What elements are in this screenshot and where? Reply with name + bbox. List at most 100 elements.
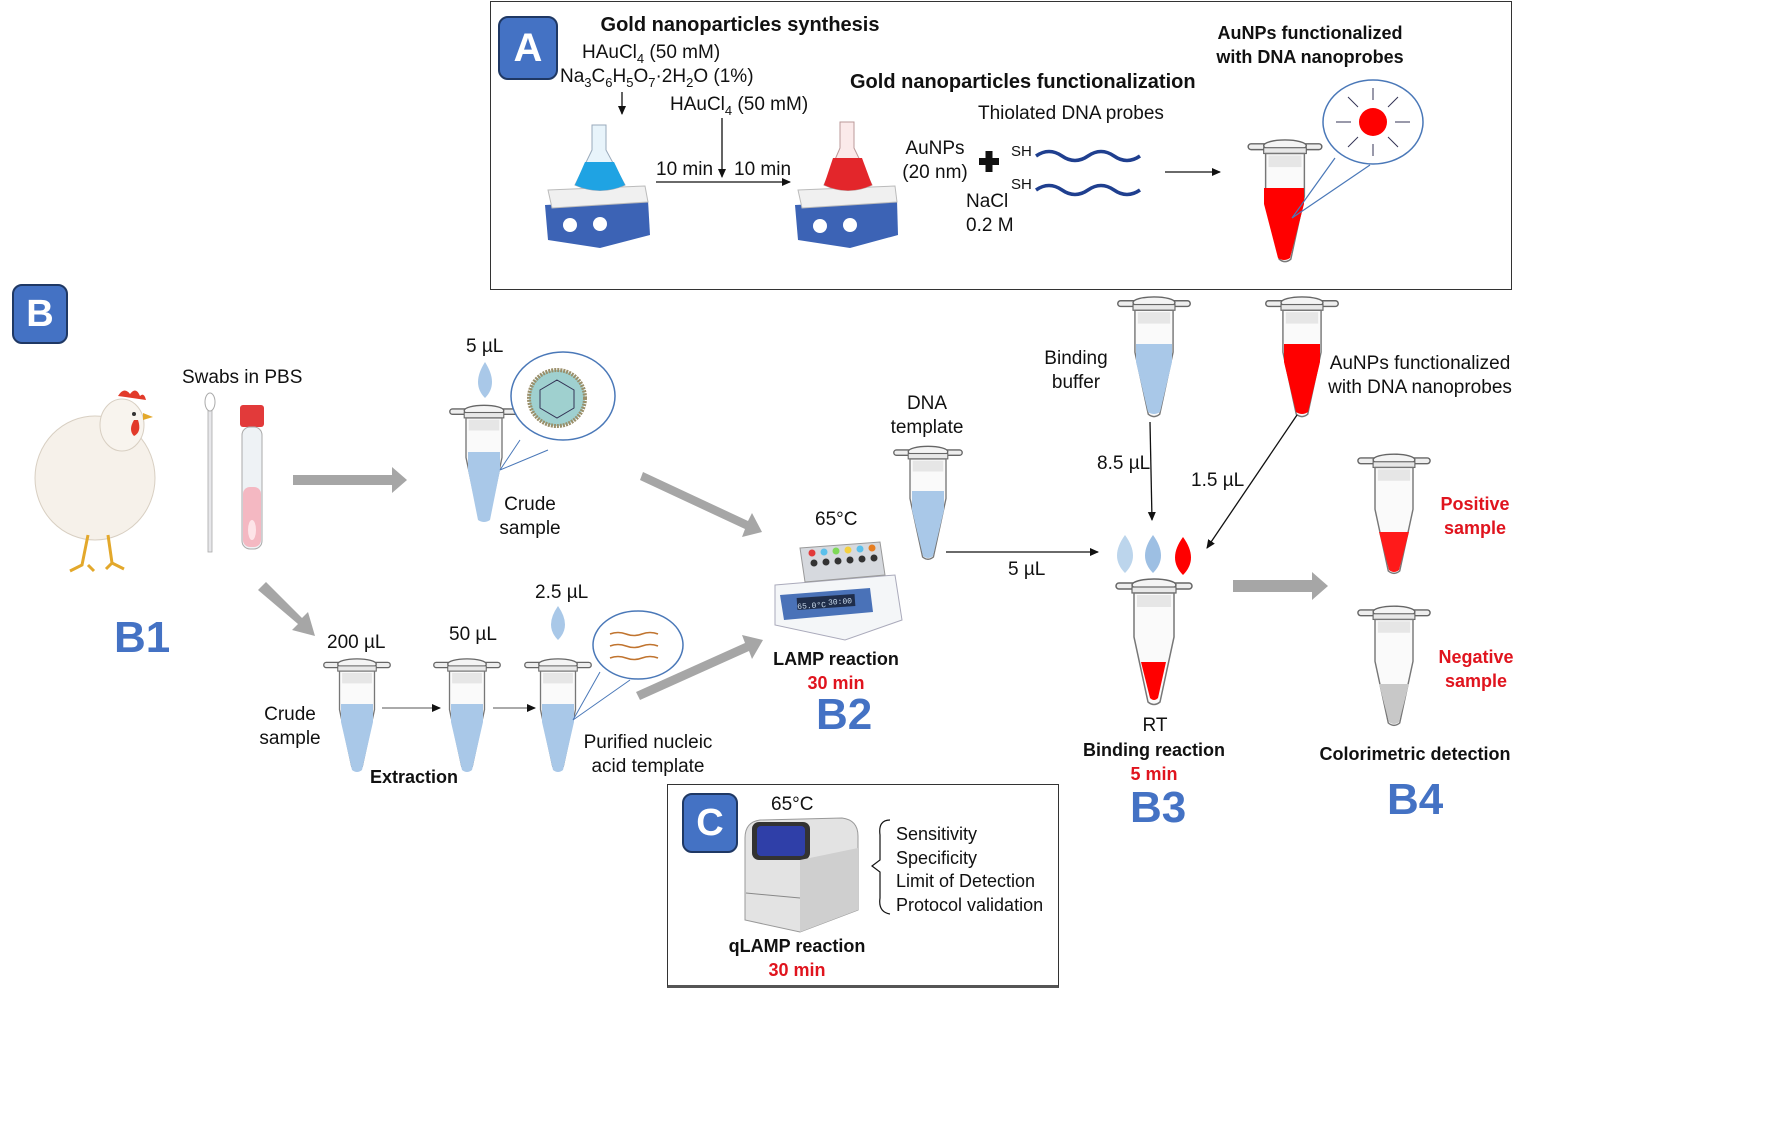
swabs-label: Swabs in PBS: [182, 367, 303, 388]
droplet-dna-icon: [1117, 535, 1133, 573]
time-label-2: 10 min: [734, 159, 792, 180]
step-b4-label: B4: [1387, 775, 1444, 824]
criteria-brace: [871, 819, 891, 915]
reagent-citrate: Na3C6H5O7·2H2O (1%): [560, 65, 754, 89]
nucleic-acid-callout: [572, 610, 684, 721]
instrument-screen: [757, 826, 805, 856]
reagent-subscript: 4: [636, 50, 645, 66]
virus-icon: [527, 368, 587, 428]
extraction-volume-200: 200 µL: [327, 632, 386, 653]
reagent-concentration: (50 mM): [732, 94, 809, 115]
tube-positive-sample: [1357, 453, 1431, 575]
process-arrows: [258, 467, 1328, 700]
display-time: 30:00: [828, 597, 853, 608]
negative-sample-label: Negative sample: [1428, 645, 1524, 693]
purified-label-line1: Purified nucleic: [583, 732, 713, 753]
formula-sub: 7: [648, 74, 656, 90]
thiolated-dna-probe-1: [1035, 149, 1141, 163]
negative-line1: Negative: [1438, 647, 1514, 667]
lamp-time-label: 30 min: [807, 673, 865, 693]
formula-sub: 3: [584, 74, 592, 90]
crude-volume-label: 5 µL: [466, 336, 504, 357]
arrow-aunp-transfer: [1206, 414, 1298, 549]
sh-label-2: SH: [1011, 176, 1032, 193]
aunps-functionalized-label: AuNPs functionalized with DNA nanoprobes: [1200, 21, 1420, 69]
crude-label-line2: sample: [499, 518, 561, 539]
positive-line1: Positive: [1440, 494, 1510, 514]
arrow-to-detection: [1233, 572, 1328, 600]
extraction-volume-50: 50 µL: [449, 624, 497, 645]
qlamp-reaction-label: qLAMP reaction: [728, 936, 866, 956]
tube-extraction-50ul: [433, 658, 501, 772]
formula-part: Na: [560, 66, 585, 87]
nacl-label-line2: 0.2 M: [966, 215, 1014, 236]
reagent-formula: HAuCl: [582, 42, 637, 63]
thiolated-dna-probe-2: [1035, 183, 1141, 197]
aunp-probes-label-b3: AuNPs functionalized with DNA nanoprobes: [1320, 352, 1520, 400]
panel-b-badge: B: [12, 284, 68, 344]
aunp-label-line1: AuNPs functionalized: [1329, 353, 1511, 374]
step-b2-label: B2: [816, 690, 873, 739]
rt-label: RT: [1142, 715, 1168, 736]
binding-buffer-label: Binding buffer: [1036, 347, 1116, 395]
lamp-temperature-label: 65°C: [815, 509, 858, 530]
synthesis-title: Gold nanoparticles synthesis: [600, 14, 880, 36]
formula-part: O (1%): [693, 66, 754, 87]
extraction-volume-2-5: 2.5 µL: [535, 582, 589, 603]
panel-c-badge: C: [682, 793, 738, 853]
buffer-volume-label: 8.5 µL: [1097, 453, 1151, 474]
functionalization-title: Gold nanoparticles functionalization: [850, 71, 1196, 93]
crude-sample-label-bottom: Crude sample: [254, 703, 326, 751]
purified-template-label: Purified nucleic acid template: [578, 731, 718, 779]
binding-buffer-line1: Binding: [1044, 348, 1108, 369]
extraction-label: Extraction: [370, 767, 459, 787]
nacl-label-line1: NaCl: [966, 191, 1009, 212]
droplet-icon: [478, 362, 492, 398]
positive-sample-label: Positive sample: [1430, 492, 1520, 540]
reagent-hauc14-1: HAuCl4 (50 mM): [582, 41, 720, 65]
criterion-protocol-validation: Protocol validation: [896, 894, 1044, 915]
dna-label-line2: template: [890, 417, 964, 438]
lamp-heat-block-device: [774, 541, 903, 641]
aunps-label: AuNPs (20 nm): [900, 137, 970, 185]
tube-dna-template: [893, 445, 963, 560]
aunps-label-line2: (20 nm): [902, 162, 968, 183]
reagent-subscript: 4: [724, 102, 733, 118]
reagent-concentration: (50 mM): [644, 42, 721, 63]
tube-purified-template: [524, 658, 592, 772]
tube-crude-sample: [449, 404, 519, 522]
tube-binding-reaction: [1115, 578, 1193, 706]
formula-sub: 2: [686, 74, 694, 90]
sh-label-1: SH: [1011, 143, 1032, 160]
arrow-buffer-transfer: [1147, 421, 1156, 521]
result-label-line2: with DNA nanoprobes: [1216, 47, 1404, 67]
aunps-label-line1: AuNPs: [905, 138, 965, 159]
dna-label-line1: DNA: [906, 393, 948, 414]
display-temperature: 65.0°C: [797, 601, 827, 612]
criterion-specificity: Specificity: [896, 847, 978, 868]
formula-part: H: [612, 66, 627, 87]
arrow-to-extraction: [258, 582, 315, 636]
purified-label-line2: acid template: [591, 756, 705, 777]
crude-label-line2: sample: [259, 728, 321, 749]
lamp-reaction-label: LAMP reaction: [773, 649, 899, 669]
crude-label-line1: Crude: [504, 494, 556, 515]
binding-time-label: 5 min: [1130, 764, 1178, 784]
nacl-label: NaCl 0.2 M: [966, 190, 1014, 238]
time-label-1: 10 min: [656, 159, 714, 180]
binding-reaction-label: Binding reaction: [1082, 740, 1225, 760]
magnified-aunp-callout: [1291, 79, 1424, 219]
formula-part: O: [633, 66, 649, 87]
formula-sub: 6: [605, 74, 613, 90]
aunp-label-line2: with DNA nanoprobes: [1328, 377, 1512, 398]
tube-aunp-functionalized: [1247, 139, 1323, 263]
tube-binding-buffer: [1117, 296, 1191, 418]
virus-callout: [499, 351, 616, 471]
hotplate-stirrer-blue-flask: [545, 124, 650, 248]
dna-transfer-volume: 5 µL: [1008, 559, 1046, 580]
step-b3-label: B3: [1130, 783, 1187, 832]
arrow-purified-to-lamp: [636, 635, 763, 700]
tube-negative-sample: [1357, 605, 1431, 727]
criteria-list: Sensitivity Specificity Limit of Detecti…: [896, 823, 1043, 917]
